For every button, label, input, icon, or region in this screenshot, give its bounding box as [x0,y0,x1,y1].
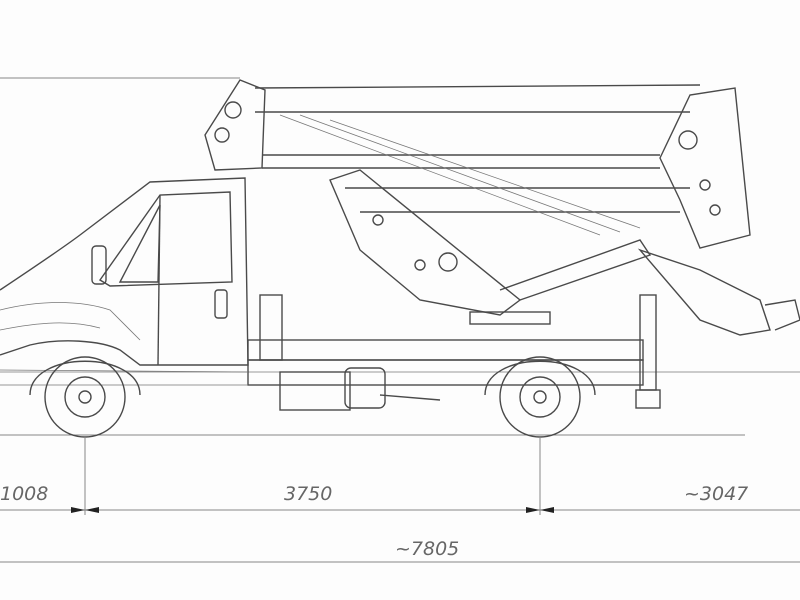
wheelbase-dimension: 3750 [284,483,332,505]
rear-overhang-dimension: ~3047 [684,483,748,505]
tank [279,371,351,411]
aerial-boom [204,79,800,336]
door-handle [214,289,228,319]
front-overhang-dimension: 1008 [0,483,48,505]
front-stabilizer [259,294,283,361]
rear-stabilizer-foot [635,389,661,409]
chassis [0,294,661,411]
overall-length-dimension: ~7805 [395,538,459,560]
boom-rear-knuckle [659,87,751,249]
mirror [91,245,107,285]
jib [637,248,771,336]
rear-wheel [484,356,596,438]
boom-front-head [204,79,266,171]
dimension-lines [0,437,800,563]
turret-arm [329,169,522,316]
turret-base [469,311,551,325]
truck-cab [0,177,249,366]
front-wheel [29,356,141,438]
